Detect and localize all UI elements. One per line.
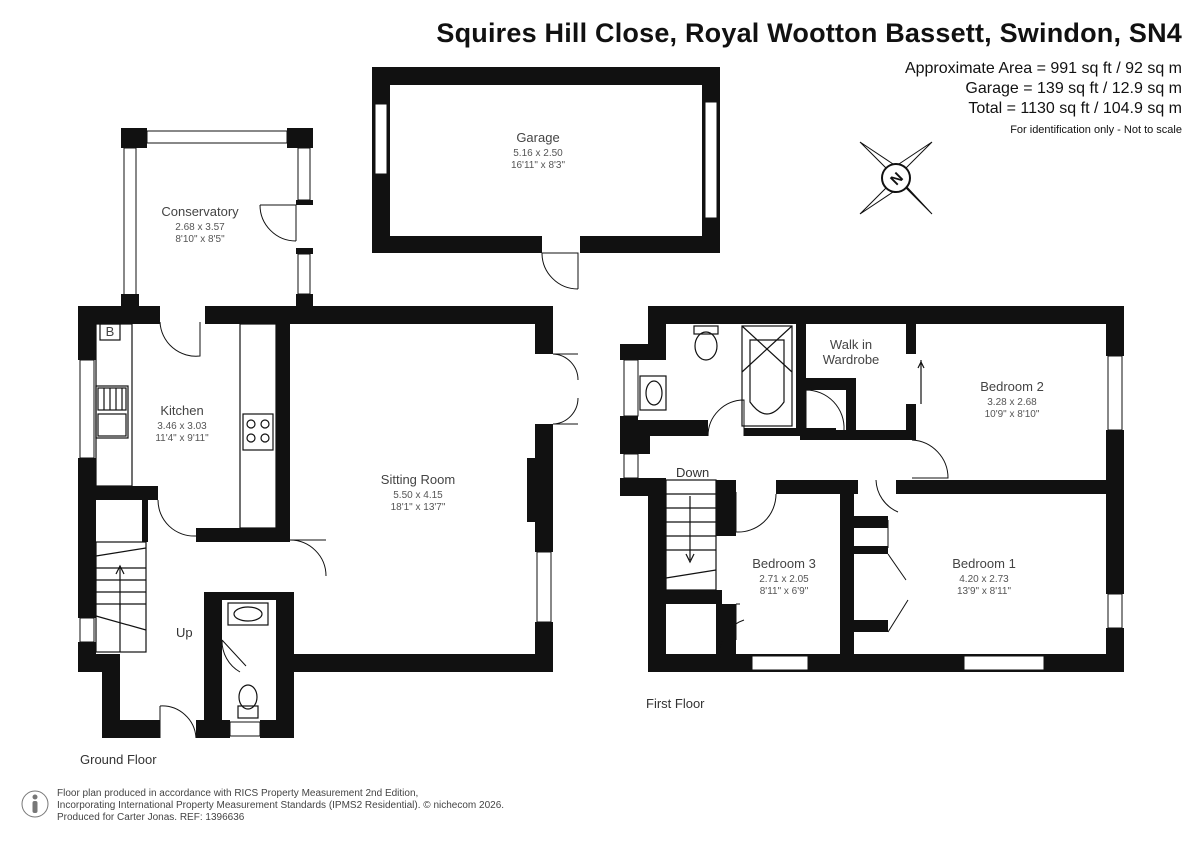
bedroom2-door-icon [911,439,949,479]
bedroom2-name: Bedroom 2 [980,379,1044,394]
identification-note: For identification only - Not to scale [1010,124,1182,136]
sitting-window [536,551,552,623]
sitting-room-imperial: 18'1" x 13'7" [391,502,446,513]
garage-imperial: 16'11" x 8'3" [511,160,566,171]
kitchen-imperial: 11'4" x 9'11" [155,433,209,444]
bedroom3-cupboard-door-icon [719,603,745,649]
basin-icon [227,602,269,626]
fireplace [527,458,537,522]
conservatory-window-top [146,130,288,144]
boiler-box [99,323,121,341]
conservatory-door-icon [259,204,297,242]
bedroom3-imperial: 8'11" x 6'9" [760,586,809,597]
bedroom2-metric: 3.28 x 2.68 [987,397,1037,408]
garage-metric: 5.16 x 2.50 [513,148,563,159]
bedroom3-name: Bedroom 3 [752,556,816,571]
bedroom1-name: Bedroom 1 [952,556,1016,571]
garage-area: Garage = 139 sq ft / 12.9 sq m [965,80,1182,97]
hall-window [79,617,95,643]
toilet-icon [237,684,259,719]
first-floor-block [620,306,1124,672]
first-floor-label: First Floor [646,696,705,711]
person-icon [21,790,49,818]
conservatory-window-right-lower [297,253,311,295]
basin-upstairs-icon [639,375,667,411]
french-doors-icon [552,353,579,425]
conservatory-metric: 2.68 x 3.57 [175,222,225,233]
stairs-down-icon [665,479,722,604]
conservatory-block [121,128,313,297]
approximate-area: Approximate Area = 991 sq ft / 92 sq m [904,60,1182,77]
wardrobe-line2: Wardrobe [823,352,880,367]
bedroom3-door-icon [735,492,777,533]
garage-door-icon [541,252,579,290]
bedroom1-metric: 4.20 x 2.73 [959,574,1009,585]
boiler-label: B [106,324,115,339]
conservatory-window-right [297,147,311,201]
hob-icon [242,413,274,451]
ground-floor-label: Ground Floor [80,752,157,767]
bath-icon [741,325,793,427]
wc-door-icon [221,639,247,673]
stairs-up-label: Up [176,625,193,640]
wc-window [229,721,261,737]
front-door-icon [159,705,197,739]
property-title: Squires Hill Close, Royal Wootton Basset… [436,18,1182,48]
garage-block [372,67,720,290]
conservatory-imperial: 8'10" x 8'5" [175,234,225,245]
toilet-upstairs-icon [693,325,719,361]
landing-window [623,453,639,479]
conservatory-to-kitchen-door-icon [159,321,201,357]
footer-line1: Floor plan produced in accordance with R… [57,788,419,799]
north-arrow-icon: N [859,141,933,215]
garage-name: Garage [516,130,559,145]
sink-icon [95,385,129,439]
bedroom1-wardrobe-icon [887,520,909,633]
wardrobe-line1: Walk in [830,337,872,352]
conservatory-name: Conservatory [161,204,239,219]
landing-door-icon [875,479,899,513]
kitchen-name: Kitchen [160,403,203,418]
ground-floor-block [78,294,579,739]
kitchen-window [79,359,95,459]
footer-line2: Incorporating International Property Mea… [57,800,505,811]
wardrobe-door-icon [805,389,845,431]
garage-window-left [374,103,388,175]
total-area: Total = 1130 sq ft / 104.9 sq m [968,100,1182,117]
bedroom2-imperial: 10'9" x 8'10" [985,409,1040,420]
sitting-room-name: Sitting Room [381,472,455,487]
bedroom1-window [963,655,1045,671]
bedroom3-metric: 2.71 x 2.05 [759,574,809,585]
bedroom3-window [751,655,809,671]
bathroom-door-icon [707,399,745,437]
footer-line3: Produced for Carter Jonas. REF: 1396636 [57,812,245,823]
kitchen-door-icon [157,499,197,537]
bedroom2-window [1107,355,1123,431]
bathroom-window [623,359,639,417]
bedroom1-window-side [1107,593,1123,629]
stairs-down-label: Down [676,465,709,480]
conservatory-window-left [123,147,137,297]
garage-window-right [704,101,718,219]
kitchen-metric: 3.46 x 3.03 [157,421,207,432]
bedroom1-imperial: 13'9" x 8'11" [957,586,1012,597]
sitting-room-metric: 5.50 x 4.15 [393,490,443,501]
sitting-door-icon [289,539,327,577]
stairs-up-icon [95,500,148,653]
